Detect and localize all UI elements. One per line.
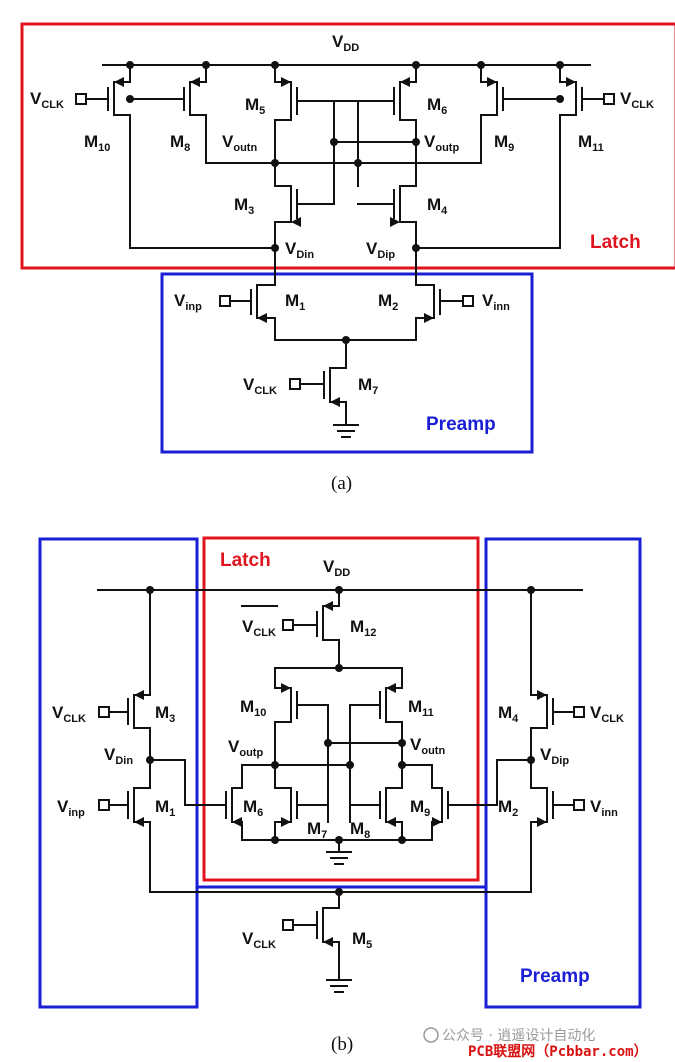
m3-label: M3 — [234, 195, 254, 217]
watermark-line1: 公众号 · 逍遥设计自动化 — [442, 1028, 595, 1044]
vdd-label-b: VDD — [323, 557, 350, 579]
voutn-label-a: Voutn — [222, 132, 257, 154]
vclk-label-m5: VCLK — [242, 929, 276, 951]
m1-label-b: M1 — [155, 797, 175, 819]
voutp-label-b: Voutp — [228, 737, 263, 759]
vclk-label-m11: VCLK — [620, 89, 654, 111]
latch-box-b — [202, 536, 480, 882]
preamp-title-a: Preamp — [426, 414, 496, 435]
m2-label-a: M2 — [378, 291, 398, 313]
voutp-label-a: Voutp — [424, 132, 459, 154]
vclk-label-m10: VCLK — [30, 89, 64, 111]
preamp-box-b-left — [38, 537, 199, 1009]
vclk-bar-label-m12: VCLK — [242, 617, 276, 639]
vdip-label-a: VDip — [366, 239, 395, 261]
caption-b: (b) — [331, 1034, 353, 1055]
diagram-a: VDD VCLK VCLK M10 M8 M5 M6 M9 M11 Voutn … — [20, 22, 675, 494]
m10-label: M10 — [84, 132, 110, 154]
m11-label: M11 — [578, 132, 604, 154]
labels-b: Latch VDD VCLK M12 M10 M11 Voutp Voutn M… — [52, 550, 624, 987]
latch-title-a: Latch — [590, 232, 641, 253]
wires-a — [75, 64, 615, 438]
watermark: 公众号 · 逍遥设计自动化 PCB联盟网（Pcbbar.com） — [423, 1027, 648, 1060]
preamp-box-b-right — [484, 537, 642, 1009]
diagram-b: Latch VDD VCLK M12 M10 M11 Voutp Voutn M… — [38, 536, 642, 1055]
m9-label-b: M9 — [410, 797, 430, 819]
watermark-line2: PCB联盟网（Pcbbar.com） — [468, 1044, 648, 1060]
vdin-label-a: VDin — [285, 239, 314, 261]
labels-a: VDD VCLK VCLK M10 M8 M5 M6 M9 M11 Voutn … — [30, 32, 654, 435]
m10-label-b: M10 — [240, 697, 266, 719]
m6-label-b: M6 — [243, 797, 263, 819]
vinp-label-b: Vinp — [57, 797, 85, 819]
m6-label: M6 — [427, 95, 447, 117]
vdip-label-b: VDip — [540, 745, 569, 767]
m7-label-a: M7 — [358, 375, 378, 397]
vdd-label-a: VDD — [332, 32, 359, 54]
vinn-label-a: Vinn — [482, 291, 510, 313]
caption-a: (a) — [331, 473, 352, 494]
preamp-title-b: Preamp — [520, 966, 590, 987]
m7-label-b: M7 — [307, 819, 327, 841]
m8-label-b: M8 — [350, 819, 370, 841]
vinp-label-a: Vinp — [174, 291, 202, 313]
junction-dots-a — [126, 61, 564, 344]
m8-label: M8 — [170, 132, 190, 154]
vclk-label-m4: VCLK — [590, 703, 624, 725]
vdin-label-b: VDin — [104, 745, 133, 767]
m4-label: M4 — [427, 195, 448, 217]
latch-box-a — [20, 22, 675, 270]
preamp-box-a — [160, 272, 534, 454]
junction-dots-b — [146, 586, 535, 896]
m3-label-b: M3 — [155, 703, 175, 725]
m1-label-a: M1 — [285, 291, 305, 313]
wires-b — [97, 589, 585, 993]
m5-label: M5 — [245, 95, 265, 117]
vclk-label-m3: VCLK — [52, 703, 86, 725]
m2-label-b: M2 — [498, 797, 518, 819]
m9-label: M9 — [494, 132, 514, 154]
latch-title-b: Latch — [220, 550, 271, 571]
m12-label: M12 — [350, 617, 376, 639]
m11-label-b: M11 — [408, 697, 434, 719]
vclk-label-m7: VCLK — [243, 375, 277, 397]
wechat-icon — [423, 1027, 439, 1043]
vinn-label-b: Vinn — [590, 797, 618, 819]
m5-label-b: M5 — [352, 929, 372, 951]
m4-label-b: M4 — [498, 703, 519, 725]
preamp-box-b-link — [195, 539, 488, 889]
voutn-label-b: Voutn — [410, 735, 445, 757]
